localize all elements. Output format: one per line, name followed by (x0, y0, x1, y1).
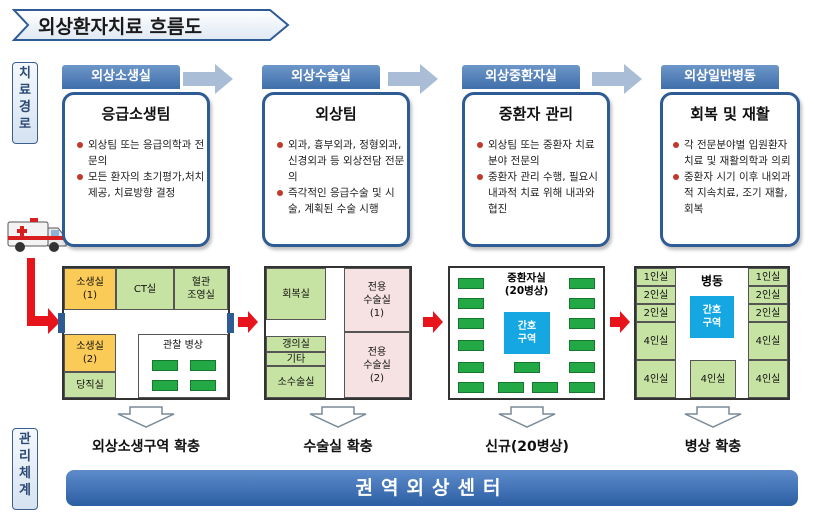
management-system-label: 관 리 체 계 (12, 428, 38, 510)
bed (190, 360, 216, 371)
bed (152, 360, 178, 371)
result-icu: 신규(20병상) (485, 439, 569, 455)
bed (152, 380, 178, 391)
bullet-item: 외과, 흉부외과, 정형외과, 신경외과 등 외상전담 전문의 (277, 137, 405, 185)
stage-tag-resuscitation: 외상소생실 (62, 65, 180, 89)
bullet-list: 외상팀 또는 중환자 치료 분야 전문의 중환자 관리 수행, 필요시 내과적 … (477, 137, 605, 217)
room-dedicated-or-1: 전용 수술실 (1) (344, 268, 410, 332)
card-title: 응급소생팀 (101, 105, 171, 123)
room-recovery: 회복실 (266, 268, 326, 320)
treatment-path-label: 치 료 경 로 (12, 62, 38, 144)
flow-arrow-icon (592, 64, 642, 94)
card-title: 중환자 관리 (498, 105, 574, 123)
icu-title: 중환자실 (20병상) (504, 272, 549, 297)
room-quad: 4인실 (748, 322, 788, 360)
down-arrow-icon (117, 406, 175, 428)
room-changing: 갱의실 (266, 336, 326, 352)
flow-arrow-red-icon (238, 311, 258, 333)
bullet-list: 각 전문분야별 입원환자 치료 및 재활의학과 의뢰 중환자 시기 이후 내외과… (673, 137, 797, 217)
room-double: 2인실 (636, 304, 676, 322)
ambulance-arrow-icon (27, 258, 60, 334)
bullet-item: 모든 환자의 초기평가,처치 제공, 치료방향 결정 (77, 169, 205, 201)
card-title: 외상팀 (315, 105, 357, 123)
stage-card-resuscitation: 응급소생팀 외상팀 또는 응급의학과 전문의 모든 환자의 초기평가,처치 제공… (62, 92, 210, 247)
room-angio: 혈관 조영실 (174, 268, 228, 310)
room-duty: 당직실 (64, 372, 116, 398)
bullet-item: 즉각적인 응급수술 및 시술, 계획된 수술 시행 (277, 185, 405, 217)
bed (458, 298, 484, 309)
room-minor-surgery: 소수술실 (266, 366, 326, 398)
trauma-center-bar: 권역외상센터 (66, 470, 798, 506)
room-observation: 관찰 병상 (138, 334, 228, 398)
flow-arrow-icon (388, 64, 438, 94)
flow-arrow-icon (183, 64, 233, 94)
room-resus-1: 소생실 (1) (64, 268, 116, 310)
nurse-station: 간호 구역 (690, 296, 734, 338)
bed (458, 318, 484, 329)
room-dedicated-or-2: 전용 수술실 (2) (344, 332, 410, 398)
room-quad: 4인실 (748, 360, 788, 398)
stage-tag-icu: 외상중환자실 (462, 65, 580, 89)
bed (569, 298, 595, 309)
ward-title: 병동 (700, 274, 724, 288)
result-surgery: 수술실 확충 (303, 439, 373, 455)
flow-arrow-red-icon (423, 311, 443, 333)
bullet-list: 외상팀 또는 응급의학과 전문의 모든 환자의 초기평가,처치 제공, 치료방향… (77, 137, 205, 201)
bullet-item: 각 전문분야별 입원환자 치료 및 재활의학과 의뢰 (673, 137, 797, 169)
down-arrow-icon (498, 406, 556, 428)
room-double: 2인실 (636, 286, 676, 304)
bed (458, 340, 484, 351)
bed (458, 278, 484, 289)
bullet-item: 외상팀 또는 중환자 치료 분야 전문의 (477, 137, 605, 169)
bed (569, 382, 595, 393)
page-title: 외상환자치료 흐름도 (38, 16, 202, 38)
room-quad: 4인실 (690, 360, 736, 398)
stage-card-surgery: 외상팀 외과, 흉부외과, 정형외과, 신경외과 등 외상전담 전문의 즉각적인… (262, 92, 410, 247)
bullet-item: 중환자 시기 이후 내외과적 지속치료, 조기 재활, 회복 (673, 169, 797, 217)
floorplan-icu: 중환자실 (20병상) 간호 구역 (448, 266, 605, 400)
title-banner (12, 9, 290, 41)
room-single: 1인실 (748, 268, 788, 286)
door-marker (227, 313, 234, 333)
door-marker (58, 313, 65, 333)
room-single: 1인실 (636, 268, 676, 286)
ambulance-icon (7, 218, 67, 252)
room-double: 2인실 (748, 304, 788, 322)
room-resus-2: 소생실 (2) (64, 334, 116, 372)
bed (190, 380, 216, 391)
floorplan-surgery: 회복실 전용 수술실 (1) 갱의실 기타 전용 수술실 (2) 소수술실 (264, 266, 412, 400)
room-ct: CT실 (116, 268, 174, 310)
down-arrow-icon (309, 406, 367, 428)
bullet-item: 중환자 관리 수행, 필요시 내과적 치료 위해 내과와 협진 (477, 169, 605, 217)
stage-tag-ward: 외상일반병동 (661, 65, 779, 89)
bullet-item: 외상팀 또는 응급의학과 전문의 (77, 137, 205, 169)
room-quad: 4인실 (636, 322, 676, 360)
room-double: 2인실 (748, 286, 788, 304)
bed (569, 278, 595, 289)
result-ward: 병상 확충 (684, 439, 742, 455)
bed (532, 382, 558, 393)
floorplan-resuscitation: 소생실 (1) CT실 혈관 조영실 소생실 (2) 당직실 관찰 병상 (62, 266, 230, 400)
down-arrow-icon (684, 406, 742, 428)
stage-tag-surgery: 외상수술실 (262, 65, 380, 89)
bed (458, 362, 484, 373)
bed (569, 318, 595, 329)
floorplan-ward: 1인실 2인실 2인실 4인실 4인실 병동 간호 구역 4인실 1인실 2인실… (634, 266, 790, 400)
bed (498, 382, 524, 393)
bed (569, 340, 595, 351)
stage-card-icu: 중환자 관리 외상팀 또는 중환자 치료 분야 전문의 중환자 관리 수행, 필… (462, 92, 610, 247)
stage-card-ward: 회복 및 재활 각 전문분야별 입원환자 치료 및 재활의학과 의뢰 중환자 시… (660, 92, 800, 247)
nurse-station: 간호 구역 (504, 312, 550, 354)
flow-arrow-red-icon (610, 311, 630, 333)
bullet-list: 외과, 흉부외과, 정형외과, 신경외과 등 외상전담 전문의 즉각적인 응급수… (277, 137, 405, 217)
room-quad: 4인실 (636, 360, 676, 398)
result-resuscitation: 외상소생구역 확충 (92, 439, 200, 455)
room-etc: 기타 (266, 352, 326, 366)
bed (569, 362, 595, 373)
bed (458, 382, 484, 393)
card-title: 회복 및 재활 (690, 105, 770, 123)
bed (514, 362, 540, 373)
